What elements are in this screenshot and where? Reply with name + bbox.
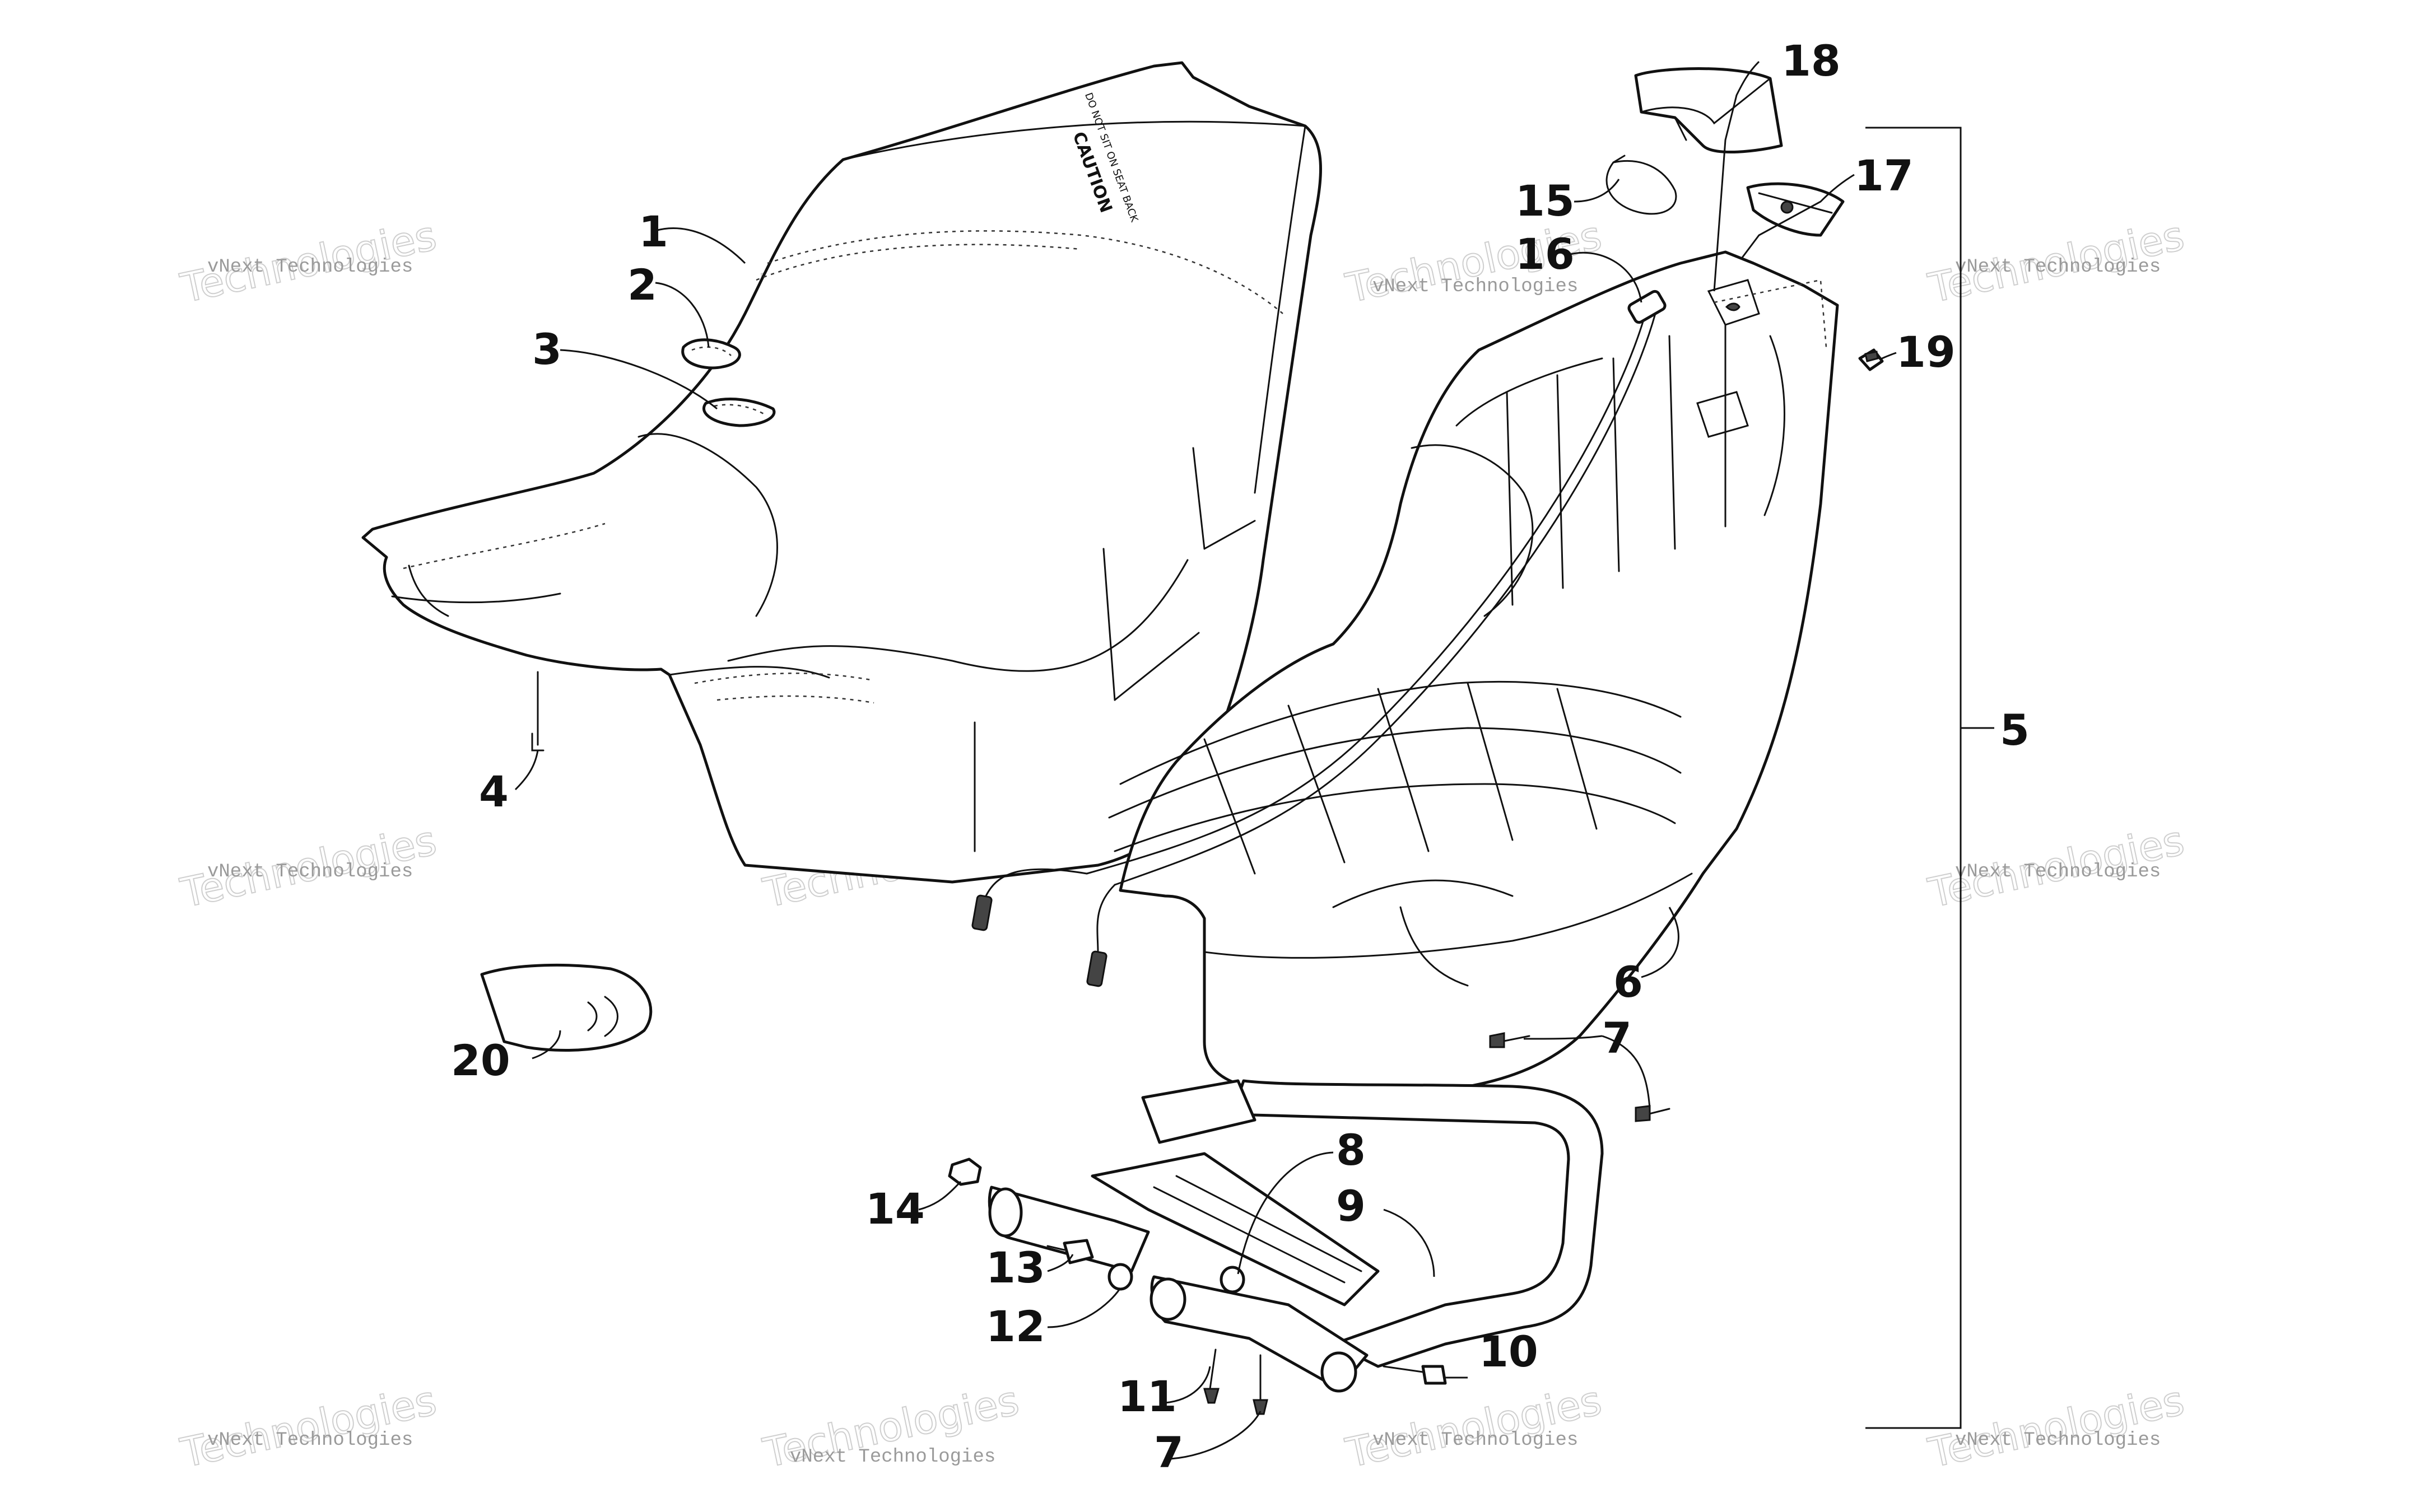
watermark-label-4: vNext Technologies [1955, 256, 2161, 278]
watermark-9: Technologies [176, 1376, 441, 1477]
patch-part-2 [681, 338, 741, 370]
callout-17: 17 [1854, 151, 1914, 200]
watermark-label-11: vNext Technologies [1372, 1430, 1578, 1451]
part-19-screw [1858, 348, 1884, 371]
callout-14: 14 [865, 1184, 925, 1234]
watermark-label-9: vNext Technologies [207, 1430, 413, 1451]
part-20-patch [480, 963, 653, 1052]
callout-6: 6 [1613, 957, 1643, 1007]
callout-10: 10 [1479, 1327, 1538, 1376]
callout-11: 11 [1118, 1371, 1177, 1421]
svg-text:Technologies: Technologies [1924, 1376, 2188, 1477]
watermark-11: Technologies [1341, 1376, 1606, 1477]
part-17-latch [1746, 182, 1845, 237]
callout-3: 3 [532, 324, 562, 374]
watermark-label-10: vNext Technologies [790, 1446, 995, 1468]
cables [971, 290, 1667, 987]
callout-7a: 7 [1602, 1013, 1632, 1063]
leader-lines [514, 60, 1897, 1460]
seat-frame [948, 1032, 1670, 1415]
callout-4: 4 [479, 767, 509, 816]
callout-12: 12 [986, 1301, 1045, 1351]
watermark-label-5: vNext Technologies [207, 861, 413, 883]
patch-part-3 [702, 398, 776, 427]
part-18-cover [1634, 67, 1783, 153]
watermark-label-3: vNext Technologies [1372, 276, 1578, 297]
callout-7b: 7 [1154, 1427, 1184, 1477]
callout-1: 1 [639, 207, 668, 256]
callout-18: 18 [1781, 36, 1841, 86]
callout-16: 16 [1515, 229, 1575, 279]
callout-19: 19 [1896, 327, 1956, 377]
svg-text:Technologies: Technologies [176, 1376, 440, 1477]
watermark-label-8: vNext Technologies [1955, 861, 2161, 883]
seat-cushion [361, 61, 1322, 884]
svg-text:Technologies: Technologies [1342, 1376, 1605, 1477]
callout-2: 2 [627, 260, 657, 310]
callout-8: 8 [1336, 1125, 1366, 1175]
watermark-label-12: vNext Technologies [1955, 1430, 2161, 1451]
callout-15: 15 [1515, 176, 1575, 226]
callout-9: 9 [1336, 1181, 1366, 1231]
callout-numbers: 1 2 3 4 5 6 7 7 8 9 10 11 12 13 14 15 16… [451, 36, 2030, 1477]
seat-base [1108, 250, 1839, 1096]
part-5-bracket [1865, 127, 1962, 1429]
callout-13: 13 [986, 1243, 1045, 1292]
watermark-12: Technologies [1924, 1376, 2189, 1477]
callout-20: 20 [451, 1035, 510, 1085]
part-15-ring [1605, 155, 1677, 215]
callout-5: 5 [2000, 705, 2030, 755]
watermark-label-1: vNext Technologies [207, 256, 413, 278]
